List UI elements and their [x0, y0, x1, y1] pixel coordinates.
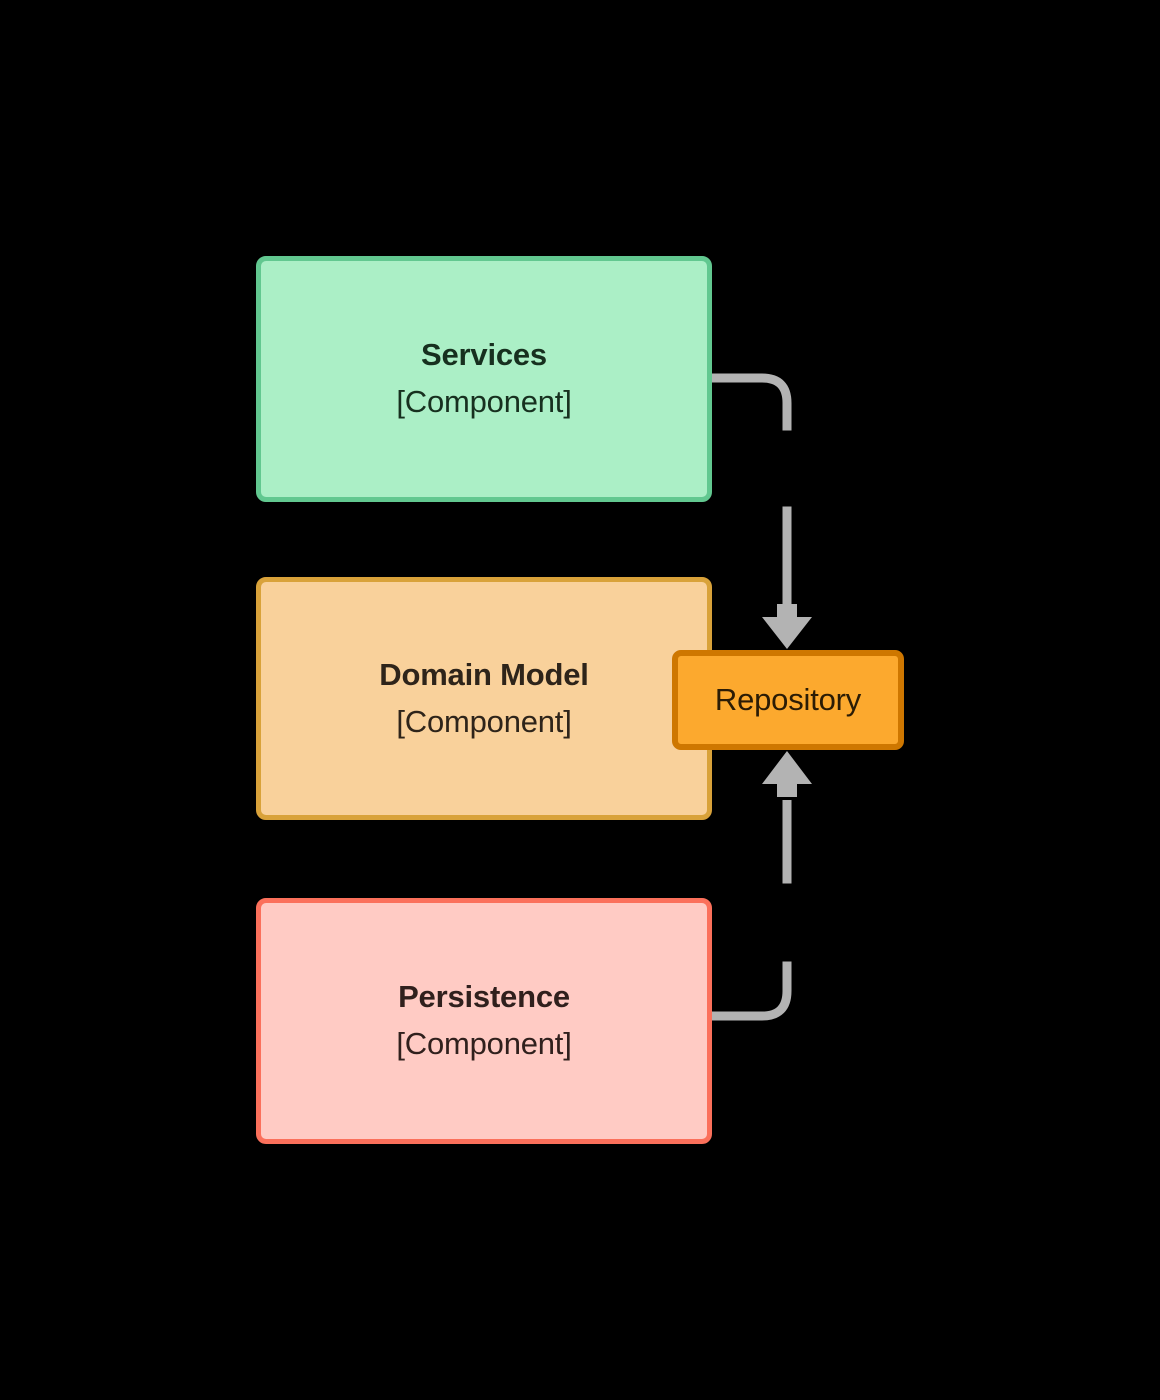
- arrowhead-into-repository-bottom: [762, 751, 812, 797]
- node-persistence-subtitle: [Component]: [396, 1026, 572, 1061]
- node-repository-title: Repository: [714, 681, 862, 717]
- node-persistence-title: Persistence: [398, 979, 570, 1015]
- node-repository[interactable]: Repository: [672, 650, 904, 750]
- node-services-subtitle: [Component]: [396, 384, 572, 419]
- node-domain-model-subtitle: [Component]: [396, 703, 572, 739]
- node-services[interactable]: Services [Component]: [256, 256, 712, 502]
- node-domain-model-title: Domain Model: [379, 656, 589, 692]
- edge-persistence-to-repository: [712, 751, 812, 1021]
- node-services-title: Services: [421, 337, 547, 373]
- arrowhead-into-repository-top: [762, 604, 812, 649]
- node-domain-model[interactable]: Domain Model [Component]: [256, 577, 712, 820]
- edge-services-to-repository: [712, 373, 812, 649]
- edge-persistence-line: [712, 800, 792, 1021]
- node-persistence[interactable]: Persistence [Component]: [256, 898, 712, 1144]
- edge-services-line: [712, 373, 792, 625]
